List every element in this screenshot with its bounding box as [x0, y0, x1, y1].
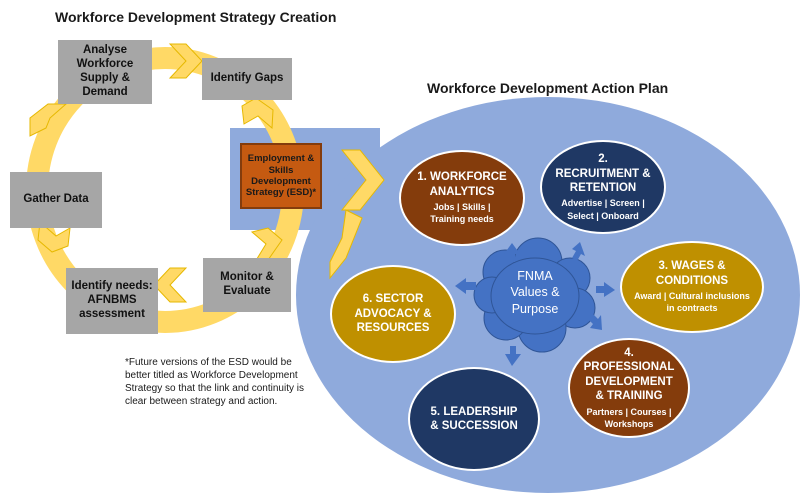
analytics-ellipse: 1. WORKFORCE ANALYTICS Jobs | Skills | T…: [399, 150, 525, 246]
leadership-ellipse: 5. LEADERSHIP & SUCCESSION: [408, 367, 540, 471]
wages-subtext: Award | Cultural inclusions in contracts: [634, 291, 750, 314]
cycle-chevron-left-upper: [29, 103, 68, 137]
cycle-chevron-left-lower: [37, 220, 71, 253]
wages-heading: 3. WAGES & CONDITIONS: [655, 260, 729, 287]
fnma-center-label: FNMA Values & Purpose: [510, 269, 560, 316]
arrow-to-recruitment: [572, 242, 585, 261]
analytics-subtext: Jobs | Skills | Training needs: [430, 202, 494, 225]
step-esd-box: Employment & Skills Development Strategy…: [240, 143, 322, 209]
cycle-chevron-right-upper: [241, 97, 274, 130]
wages-ellipse: 3. WAGES & CONDITIONS Award | Cultural i…: [620, 241, 764, 333]
step-gather-box: Gather Data: [10, 172, 102, 228]
step-needs-box: Identify needs: AFNBMS assessment: [66, 268, 158, 334]
action-plan-title: Workforce Development Action Plan: [427, 80, 669, 96]
step-gaps-box: Identify Gaps: [202, 58, 292, 100]
arrow-to-training: [587, 313, 602, 330]
arrow-to-advocacy: [455, 278, 476, 294]
leadership-heading: 5. LEADERSHIP & SUCCESSION: [430, 405, 518, 432]
training-subtext: Partners | Courses | Workshops: [586, 406, 672, 429]
plan-return-chevron: [329, 209, 363, 280]
recruitment-heading: 2. RECRUITMENT & RETENTION: [555, 153, 651, 195]
arrow-to-wages: [596, 282, 615, 297]
esd-to-plan-chevron: [340, 149, 385, 211]
advocacy-ellipse: 6. SECTOR ADVOCACY & RESOURCES: [330, 265, 456, 363]
advocacy-heading: 6. SECTOR ADVOCACY & RESOURCES: [354, 293, 432, 335]
recruitment-ellipse: 2. RECRUITMENT & RETENTION Advertise | S…: [540, 140, 666, 234]
arrow-to-analytics: [504, 243, 520, 262]
analytics-heading: 1. WORKFORCE ANALYTICS: [417, 171, 507, 198]
cycle-chevron-top: [168, 43, 203, 79]
cycle-chevron-bottom: [153, 267, 188, 303]
strategy-title: Workforce Development Strategy Creation: [55, 9, 337, 25]
training-heading: 4. PROFESSIONAL DEVELOPMENT & TRAINING: [583, 347, 675, 403]
step-monitor-box: Monitor & Evaluate: [203, 258, 291, 312]
arrow-to-leadership: [505, 346, 521, 366]
training-ellipse: 4. PROFESSIONAL DEVELOPMENT & TRAINING P…: [568, 338, 690, 438]
esd-footnote: *Future versions of the ESD would be bet…: [125, 357, 304, 407]
step-analyse-box: Analyse Workforce Supply & Demand: [58, 40, 152, 104]
fnma-cloud: [473, 237, 596, 353]
recruitment-subtext: Advertise | Screen | Select | Onboard: [561, 198, 645, 221]
